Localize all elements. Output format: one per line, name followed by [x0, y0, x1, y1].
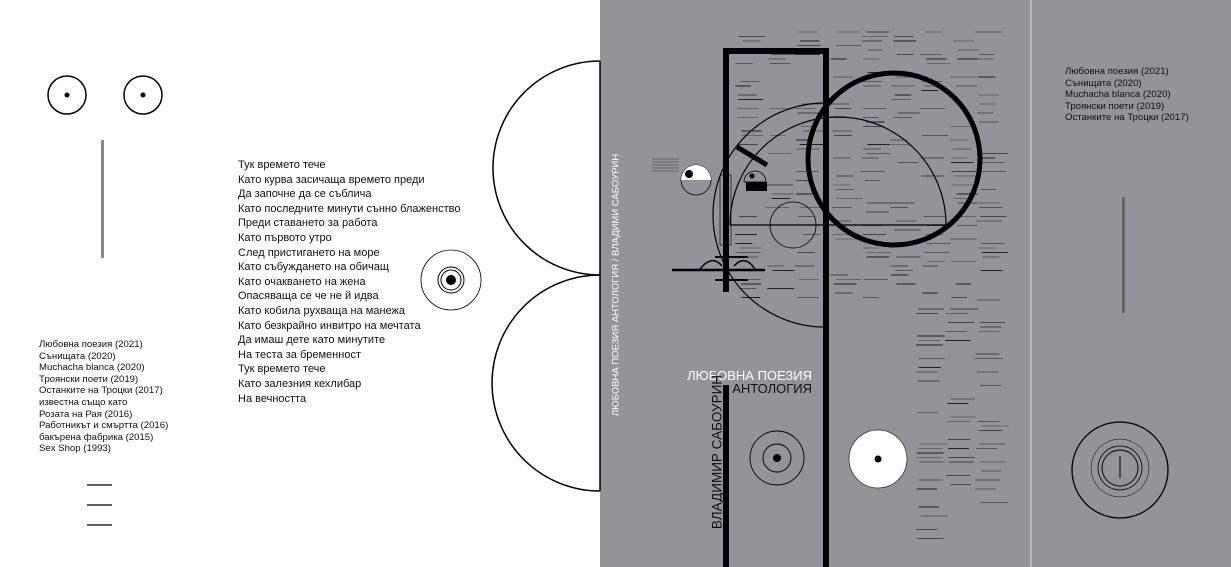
book-item: Розата на Рая (2016) [39, 408, 133, 420]
eye-circle-left-icon [47, 75, 87, 115]
book-item: Muchacha blanca (2020) [39, 362, 145, 374]
cover-title-block: ЛЮБОВНА ПОЕЗИЯ АНТОЛОГИЯ [687, 369, 812, 395]
white-eye-circle-icon [848, 429, 908, 489]
book-item: Останките на Троцки (2017) [1065, 112, 1189, 124]
book-item: бакърена фабрика (2015) [39, 431, 154, 443]
book-item: Троянски поети (2019) [39, 373, 139, 385]
book-item: Muchacha blanca (2020) [1065, 89, 1171, 101]
poem-line: Като безкрайно инвитро на мечтата [238, 319, 421, 332]
spine-text: ЛЮБОВНА ПОЕЗИЯ АНТОЛОГИЯ / ВЛАДИМИ САБОУ… [610, 153, 622, 417]
poem-line: След пристигането на море [238, 246, 380, 259]
book-item: Работникът и смъртта (2016) [39, 420, 169, 432]
poem-line: Като курва засичаща времето преди [238, 173, 425, 186]
target-circle-icon [420, 249, 482, 311]
eye-circle-right-icon [123, 75, 163, 115]
flap-vertical-bar [1122, 197, 1125, 313]
poem-line: Опасяваща се че не й идва [238, 290, 379, 303]
poem-line: Като залезния кехлибар [238, 377, 362, 390]
book-title: ЛЮБОВНА ПОЕЗИЯ [687, 368, 812, 383]
poem-line: Като последните минути сънно блаженство [238, 202, 461, 215]
flap-fold-line [1030, 0, 1032, 567]
lower-half-circle [491, 274, 601, 492]
ring-circle-icon [1071, 421, 1169, 519]
book-item: Троянски поети (2019) [1065, 100, 1165, 112]
poem-line: На вечността [238, 392, 307, 405]
book-item: Останките на Троцки (2017) [39, 385, 163, 397]
target-circle-cover-icon [749, 430, 805, 486]
poem-line: Като първото утро [238, 231, 332, 244]
back-flap-bibliography: Любовна поезия (2021) Сънищата (2020) Mu… [39, 339, 168, 455]
book-subtitle: АНТОЛОГИЯ [732, 381, 812, 396]
author-name: ВЛАДИМИР САБОУРИН [709, 374, 725, 530]
poem-line: На теста за бременност [238, 348, 361, 361]
book-item: Любовна поезия (2021) [39, 339, 143, 350]
poem-line: Тук времето тече [238, 363, 326, 376]
poem-line: Като кобила рухваща на манежа [238, 304, 405, 317]
poem-line: Преди ставането за работа [238, 217, 378, 230]
upper-half-circle [492, 60, 601, 276]
book-item: Любовна поезия (2021) [1065, 66, 1169, 77]
poem-text: Тук времето тече Като курва засичаща вре… [238, 158, 460, 406]
front-flap-bibliography: Любовна поезия (2021) Сънищата (2020) Mu… [1065, 66, 1189, 124]
poem-line: Да започне да се съблича [238, 188, 372, 201]
book-item: известна също като [39, 396, 128, 408]
poem-line: Като събуждането на обичащ [238, 261, 389, 274]
vertical-bar [101, 140, 104, 258]
poem-line: Като очакването на жена [238, 275, 366, 288]
book-item: Sex Shop (1993) [39, 443, 111, 455]
three-lines-icon [87, 484, 112, 526]
figure-drawing [652, 48, 983, 567]
book-item: Сънищата (2020) [39, 350, 116, 362]
poem-line: Тук времето тече [238, 159, 326, 171]
poem-line: Да имаш дете като минутите [238, 334, 386, 347]
book-item: Сънищата (2020) [1065, 77, 1142, 89]
